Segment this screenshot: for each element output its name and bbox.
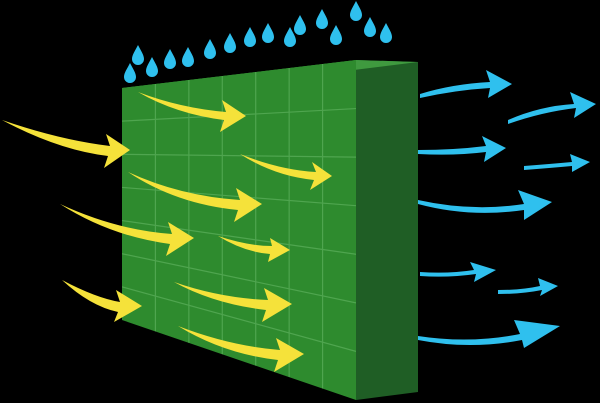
pad-grid-line	[122, 153, 356, 158]
water-drops	[124, 1, 392, 83]
pad-front-face	[122, 60, 356, 400]
arrow-right-icon	[240, 154, 332, 190]
arrow-right-icon	[174, 282, 292, 322]
arrow-right-icon	[178, 326, 304, 372]
pad-grid-line	[122, 219, 356, 255]
arrow-right-icon	[498, 278, 558, 296]
water-drop-icon	[330, 25, 342, 45]
arrow-right-icon	[524, 154, 590, 172]
water-drop-icon	[316, 9, 328, 29]
water-drop-icon	[204, 39, 216, 59]
water-drop-icon	[132, 45, 144, 65]
arrow-right-icon	[418, 190, 552, 220]
water-drop-icon	[284, 27, 296, 47]
arrow-right-icon	[62, 280, 142, 322]
water-drop-icon	[146, 57, 158, 77]
water-drop-icon	[294, 15, 306, 35]
arrow-right-icon	[418, 320, 560, 348]
water-drop-icon	[350, 1, 362, 21]
water-drop-icon	[364, 17, 376, 37]
pad-grid-line	[122, 286, 356, 353]
arrow-right-icon	[138, 92, 246, 132]
arrow-right-icon	[218, 236, 290, 262]
arrow-right-icon	[508, 92, 596, 124]
water-drop-icon	[224, 33, 236, 53]
arrow-right-icon	[420, 262, 496, 282]
water-drop-icon	[262, 23, 274, 43]
arrow-right-icon	[2, 120, 130, 168]
arrow-right-icon	[420, 70, 512, 98]
water-drop-icon	[244, 27, 256, 47]
cooling-pad	[122, 60, 418, 400]
water-drop-icon	[182, 47, 194, 67]
water-drop-icon	[380, 23, 392, 43]
cool-air-arrows	[418, 70, 596, 348]
arrow-right-icon	[418, 136, 506, 162]
arrow-right-icon	[128, 172, 262, 222]
hot-air-arrows	[2, 92, 332, 372]
arrow-right-icon	[60, 204, 194, 256]
water-drop-icon	[124, 63, 136, 83]
water-drop-icon	[164, 49, 176, 69]
pad-side-face	[356, 60, 418, 400]
pad-grid-line	[122, 253, 356, 304]
